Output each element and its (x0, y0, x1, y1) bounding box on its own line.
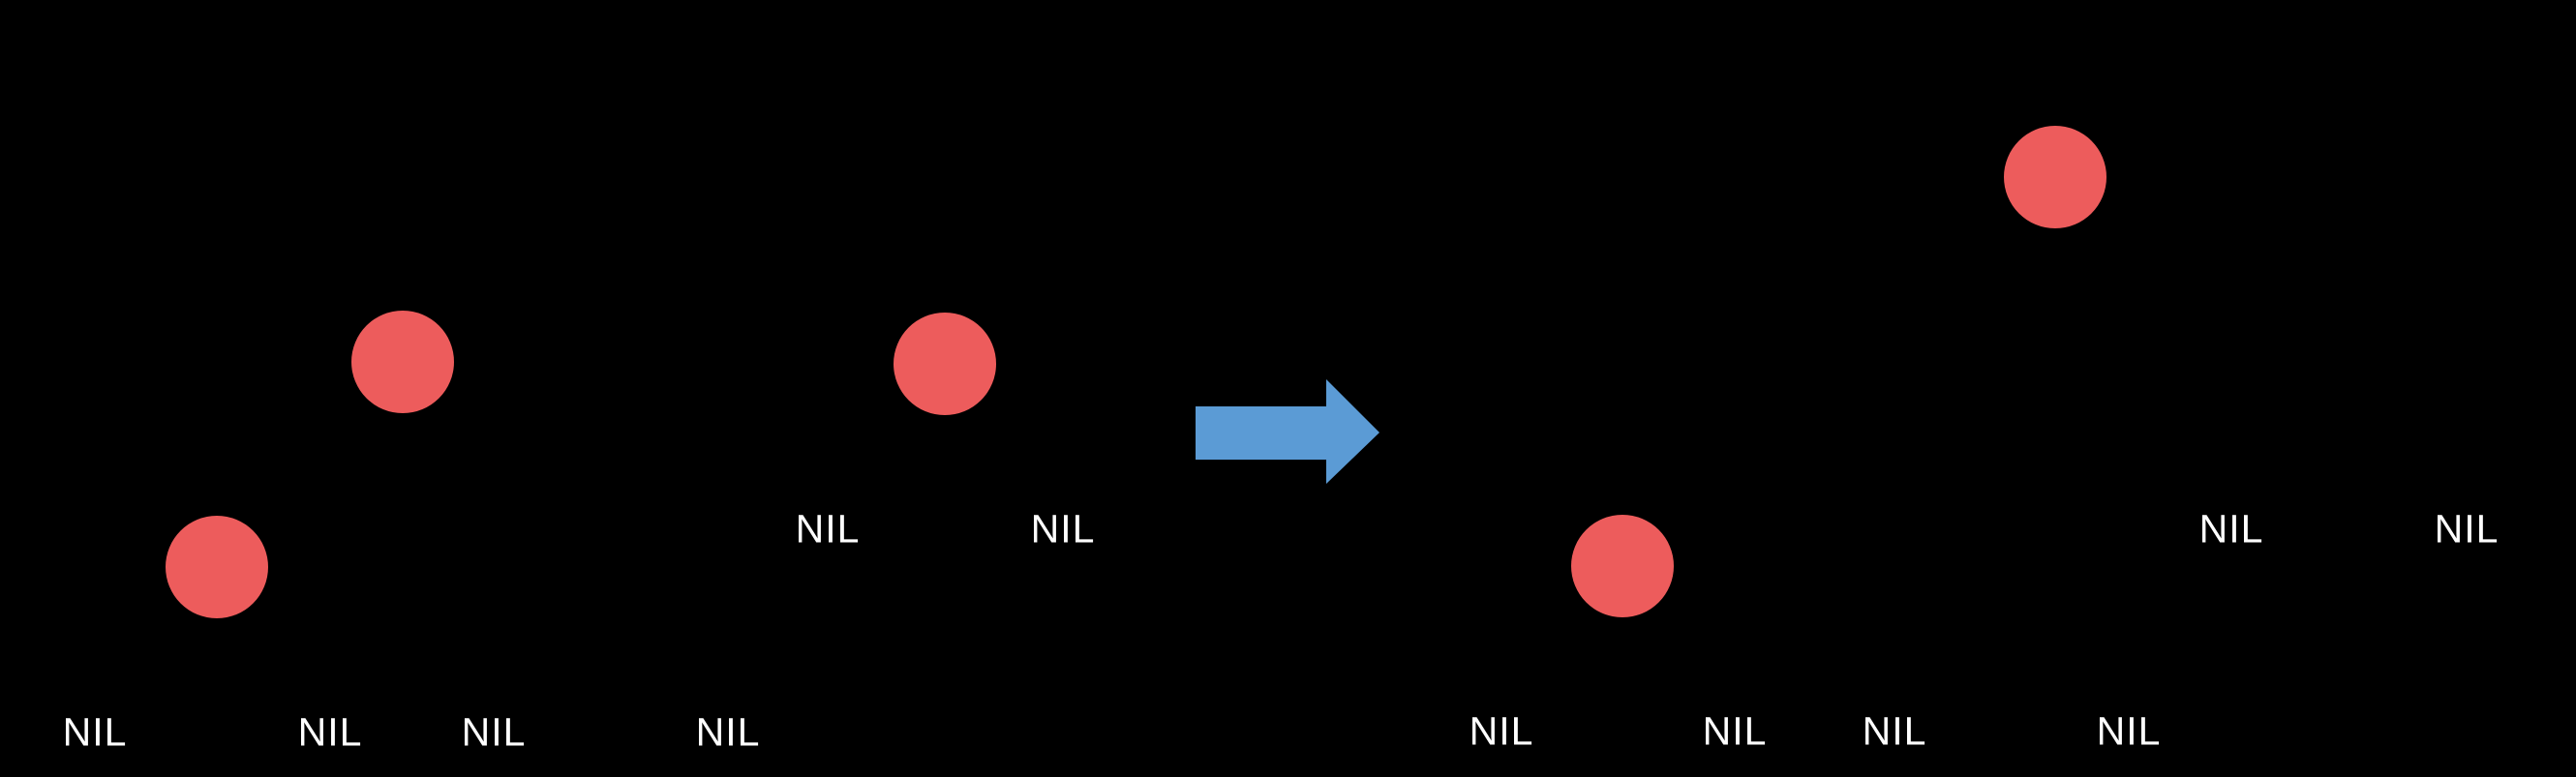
nil-label: NIL (1702, 708, 1768, 754)
nil-label: NIL (461, 709, 527, 755)
nil-label: NIL (2434, 506, 2500, 552)
nil-label: NIL (1862, 708, 1927, 754)
nil-label: NIL (297, 709, 363, 755)
red-node (2004, 126, 2106, 228)
right-arrow-shape (1196, 379, 1379, 484)
nil-label: NIL (1030, 506, 1096, 552)
nil-label: NIL (2198, 506, 2264, 552)
nil-label: NIL (1469, 708, 1534, 754)
red-node (894, 313, 996, 415)
nil-label: NIL (2096, 708, 2162, 754)
red-node (166, 516, 268, 618)
red-node (351, 311, 454, 413)
nil-label: NIL (62, 709, 128, 755)
red-node (1571, 515, 1674, 617)
nil-label: NIL (695, 709, 761, 755)
nil-label: NIL (795, 506, 861, 552)
